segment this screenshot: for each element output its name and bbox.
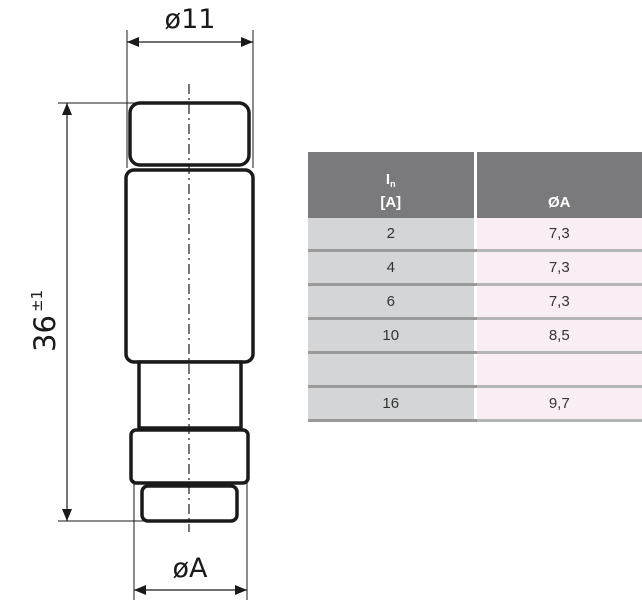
table-row: 6 7,3 — [308, 284, 642, 320]
cell-diameter: 8,5 — [475, 318, 642, 354]
cell-current — [308, 352, 477, 388]
dimension-label-length-group: 36 ±1 — [28, 290, 62, 352]
cell-current: 6 — [308, 284, 477, 320]
cell-diameter: 7,3 — [475, 250, 642, 286]
cell-diameter: 7,3 — [475, 284, 642, 320]
header-current-subscript: n — [390, 179, 396, 189]
rating-table: In [A] ØA 2 7,3 4 7,3 6 7,3 10 8,5 — [308, 152, 642, 422]
cell-current: 2 — [308, 218, 477, 252]
header-current-symbol: I — [385, 171, 391, 188]
table-row: 4 7,3 — [308, 250, 642, 286]
fuse-bottom-ring — [129, 428, 250, 485]
header-diameter: ØA — [475, 152, 642, 218]
dimension-label-top: ø11 — [165, 4, 216, 35]
dimension-label-length: 36 — [28, 315, 62, 352]
header-rated-current: In [A] — [308, 152, 477, 218]
table-row: 10 8,5 — [308, 318, 642, 354]
cell-current: 16 — [308, 386, 477, 422]
fuse-drawing: ø11 øA 36 ±1 — [28, 4, 255, 600]
table-row — [308, 352, 642, 388]
table-header-row: In [A] ØA — [308, 152, 642, 218]
header-diameter-label: ØA — [548, 194, 571, 211]
cell-current: 10 — [308, 318, 477, 354]
dimension-label-bottom: øA — [173, 553, 209, 584]
table-row: 2 7,3 — [308, 218, 642, 252]
cell-diameter — [475, 352, 642, 388]
cell-diameter: 7,3 — [475, 218, 642, 252]
header-current-unit: [A] — [380, 194, 402, 211]
cell-diameter: 9,7 — [475, 386, 642, 422]
dimension-label-length-tolerance: ±1 — [28, 290, 46, 312]
cell-current: 4 — [308, 250, 477, 286]
fuse-neck — [137, 360, 243, 430]
table-row: 16 9,7 — [308, 386, 642, 422]
